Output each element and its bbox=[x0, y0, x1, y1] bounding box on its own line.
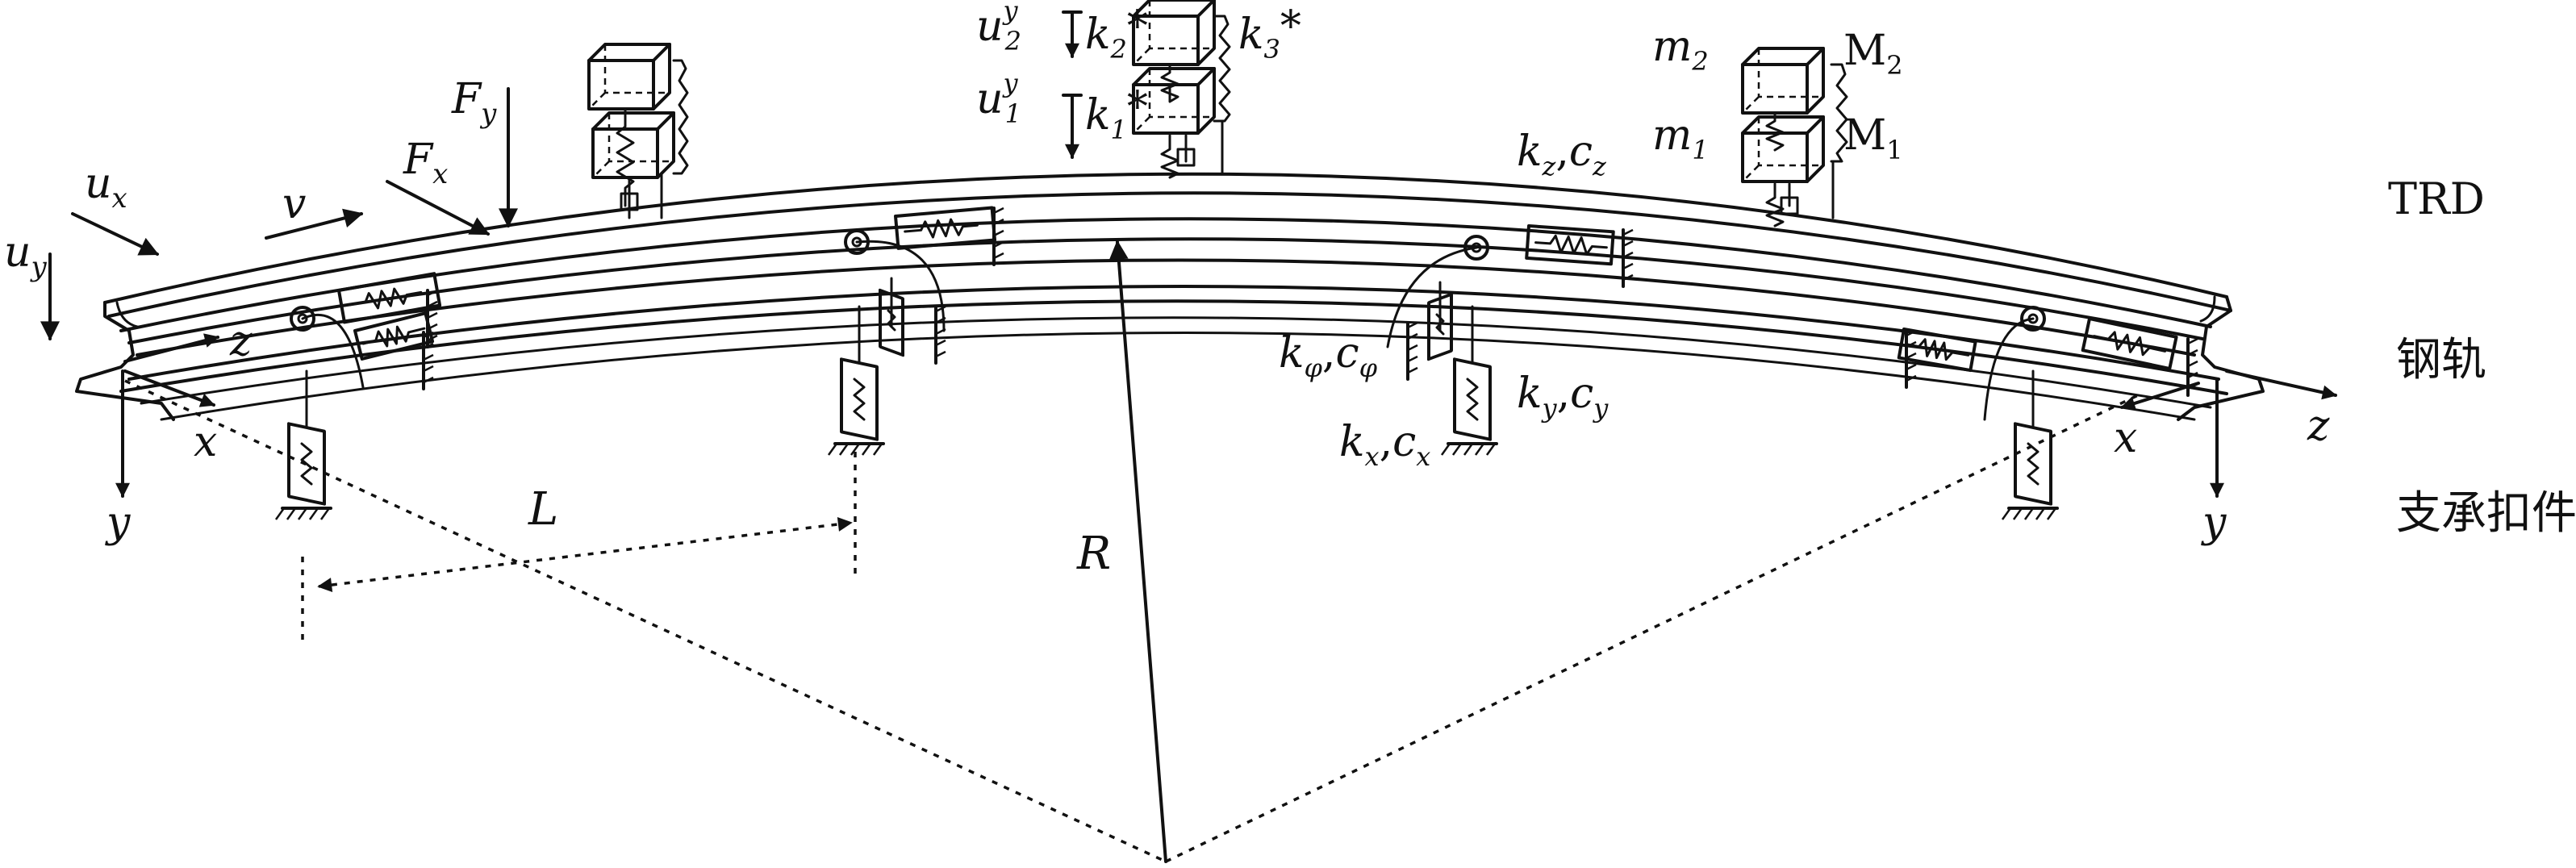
spacing-label: L bbox=[528, 483, 558, 536]
radius-label: R bbox=[1076, 528, 1111, 580]
speed-label: v bbox=[282, 180, 306, 228]
k2-label: k2* bbox=[1085, 2, 1148, 65]
k1-label: k1* bbox=[1085, 83, 1148, 145]
load-arrows bbox=[40, 10, 1083, 341]
m2-label: m2 bbox=[1652, 23, 1709, 77]
fx-label: Fx bbox=[403, 136, 448, 190]
kphi-cphi-label: kφ,cφ bbox=[1279, 329, 1378, 383]
kz-cz-label: kz,cz bbox=[1517, 127, 1607, 182]
right-y-axis-label: y bbox=[2201, 499, 2227, 547]
ux-label: ux bbox=[85, 160, 127, 215]
right-axes bbox=[2120, 369, 2337, 498]
trd-label: TRD bbox=[2388, 173, 2485, 224]
ky-cy-label: ky,cy bbox=[1517, 369, 1609, 424]
M2-label: M2 bbox=[1843, 27, 1903, 81]
rail-label: 钢轨 bbox=[2396, 334, 2486, 386]
left-z-axis-label: z bbox=[229, 317, 253, 365]
right-x-axis-label: x bbox=[2114, 414, 2137, 462]
support-fasteners bbox=[274, 206, 2199, 521]
bearing-fastener-label: 支承扣件 bbox=[2396, 487, 2576, 540]
spacing-arrow bbox=[317, 516, 853, 593]
radius-arrow bbox=[1108, 240, 1167, 863]
left-axes bbox=[115, 333, 219, 498]
trd-mass-m1 bbox=[1741, 115, 1825, 183]
M1-label: M1 bbox=[1843, 111, 1903, 165]
kx-cx-label: kx,cx bbox=[1339, 418, 1430, 472]
speed-arrow bbox=[265, 208, 364, 240]
k3-label: k3* bbox=[1238, 2, 1301, 65]
trd-dampers bbox=[587, 0, 1848, 227]
m1-label: m1 bbox=[1652, 111, 1709, 165]
ux-arrow bbox=[71, 212, 160, 256]
curvature-geometry bbox=[124, 240, 2139, 863]
trd-mass-m2 bbox=[1741, 47, 1825, 115]
lateral-force-arrow bbox=[386, 180, 491, 236]
uy-label: uy bbox=[4, 228, 48, 283]
left-y-axis-label: y bbox=[105, 499, 131, 547]
right-z-axis-label: z bbox=[2307, 402, 2330, 450]
left-x-axis-label: x bbox=[194, 418, 217, 466]
fy-label: Fy bbox=[451, 75, 497, 130]
curved-rail bbox=[75, 172, 2265, 421]
